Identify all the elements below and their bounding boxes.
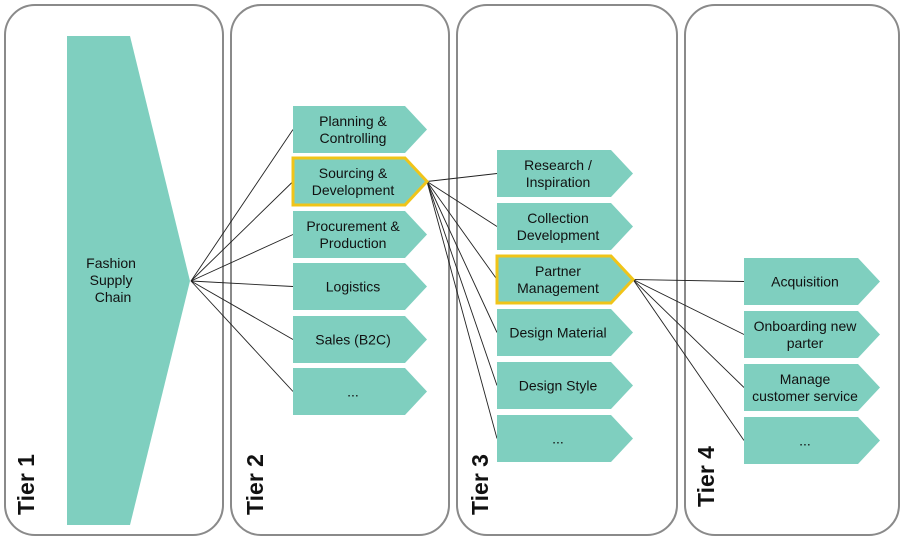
tier-3-node-label: Inspiration	[526, 174, 591, 190]
tier-2-node-label: Sourcing &	[319, 165, 388, 181]
tier-3-node-label: ...	[552, 431, 564, 447]
connector-lines	[190, 129, 745, 441]
connector-tier3-tier4	[632, 279, 745, 388]
tier-3-node-label: Design Style	[519, 378, 598, 394]
tier-3-node-shape	[497, 415, 633, 462]
tier-2-node-logistics[interactable]: Logistics	[293, 263, 427, 310]
tier-2-node-more[interactable]: ...	[293, 368, 427, 415]
tier-2-node-label: Controlling	[320, 130, 387, 146]
tier-2-node-procurement[interactable]: Procurement &Production	[293, 211, 427, 258]
tier-2-node-shape	[293, 263, 427, 310]
tier-2-label: Tier 2	[242, 454, 268, 515]
tier-2-node-label: Sales (B2C)	[315, 332, 390, 348]
connector-tier1-tier2	[190, 129, 294, 282]
tier-4-node-label: Manage	[780, 371, 831, 387]
tier-2-node-shape	[293, 211, 427, 258]
tier-3-node-shape	[497, 150, 633, 197]
tier-3-node-shape	[495, 254, 636, 305]
connector-tier2-tier3	[426, 181, 498, 386]
tier-2-node-shape	[293, 368, 427, 415]
tier-4-node-shape	[744, 417, 880, 464]
tier-4-node-shape	[744, 258, 880, 305]
tier-3-node-label: Collection	[527, 210, 588, 226]
tier-3-node-label: Management	[517, 280, 599, 296]
connector-tier1-tier2	[190, 280, 294, 392]
tier-2-node-shape	[293, 316, 427, 363]
tier-4-node-shape	[744, 364, 880, 411]
connector-tier1-tier2	[190, 234, 294, 282]
tier-2-node-label: Development	[312, 182, 395, 198]
tier-3-node-research[interactable]: Research /Inspiration	[497, 150, 633, 197]
tier-4-node-more[interactable]: ...	[744, 417, 880, 464]
tier-2-node-label: Production	[320, 235, 387, 251]
tier-3-node-label: Research /	[524, 157, 592, 173]
connector-tier3-tier4	[632, 279, 745, 282]
tier-2-node-sales[interactable]: Sales (B2C)	[293, 316, 427, 363]
tier-1-root-line-2: Supply	[90, 272, 133, 288]
tier-4-node-label: customer service	[752, 388, 858, 404]
connector-tier3-tier4	[632, 279, 745, 441]
tier-1-root-label: Fashion Supply Chain	[86, 255, 140, 305]
tier-3-node-shape	[497, 309, 633, 356]
tier-2-node-planning[interactable]: Planning &Controlling	[293, 106, 427, 153]
connector-tier2-tier3	[426, 181, 498, 227]
tier-3-node-design-style[interactable]: Design Style	[497, 362, 633, 409]
tier-2-node-label: ...	[347, 384, 359, 400]
connector-tier1-tier2	[190, 280, 294, 287]
tier-4-node-label: Acquisition	[771, 274, 839, 290]
tier-3-nodes: Research /InspirationCollectionDevelopme…	[495, 150, 636, 462]
tier-3-node-shape	[497, 203, 633, 250]
tier-4-node-acquisition[interactable]: Acquisition	[744, 258, 880, 305]
tier-2-node-label: Logistics	[326, 279, 380, 295]
tier-3-node-design-material[interactable]: Design Material	[497, 309, 633, 356]
connector-tier3-tier4	[632, 279, 745, 335]
tier-3-node-label: Partner	[535, 263, 581, 279]
tier-2-node-shape	[293, 106, 427, 153]
connector-tier2-tier3	[426, 181, 498, 439]
tier-4-label: Tier 4	[693, 446, 719, 507]
tier-3-node-label: Development	[517, 227, 600, 243]
tier-2-node-label: Planning &	[319, 113, 387, 129]
tier-4-node-shape	[744, 311, 880, 358]
tier-2-node-shape	[291, 156, 430, 207]
connector-tier2-tier3	[426, 181, 498, 280]
connector-tier2-tier3	[426, 181, 498, 333]
tier-2-node-label: Procurement &	[306, 218, 400, 234]
connector-tier2-tier3	[426, 173, 498, 182]
tier-3-node-more[interactable]: ...	[497, 415, 633, 462]
tier-1-label: Tier 1	[13, 454, 39, 515]
tier-3-node-label: Design Material	[509, 325, 606, 341]
tier-4-node-label: Onboarding new	[754, 318, 858, 334]
tier-1-root-line-1: Fashion	[86, 255, 136, 271]
tier-4-node-label: ...	[799, 433, 811, 449]
tier-3-node-shape	[497, 362, 633, 409]
tier-2-node-sourcing[interactable]: Sourcing &Development	[291, 156, 430, 207]
tier-1-root-node[interactable]: Fashion Supply Chain	[67, 36, 190, 525]
connector-tier1-tier2	[190, 181, 294, 282]
tier-1-root-shape	[67, 36, 190, 525]
tier-1-root-line-3: Chain	[95, 289, 132, 305]
tier-4-node-label: parter	[787, 335, 824, 351]
tier-3-label: Tier 3	[467, 454, 493, 515]
connector-tier1-tier2	[190, 280, 294, 340]
